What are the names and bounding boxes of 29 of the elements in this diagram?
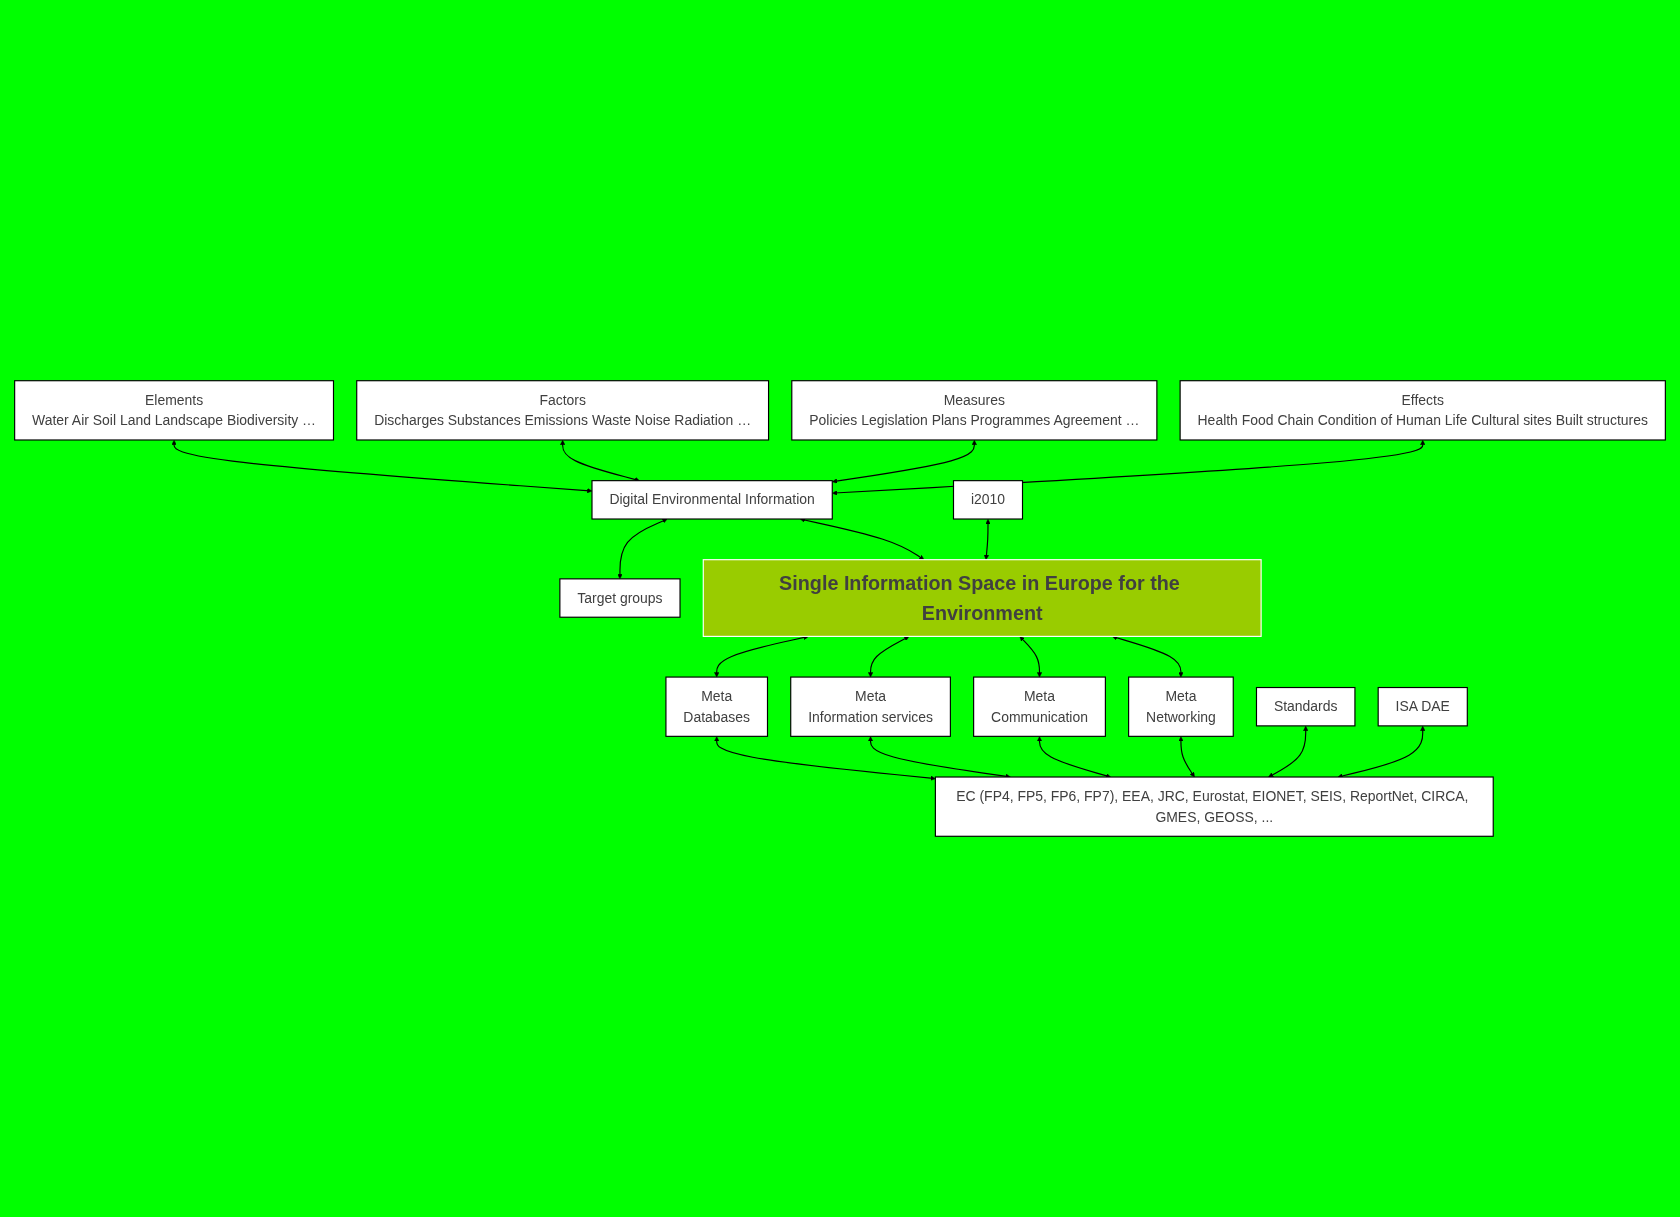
node-box: Target groups [559, 578, 681, 618]
node-box: Standards [1255, 686, 1356, 727]
node-box: Meta Information services [790, 676, 951, 737]
node-box: Elements Water Air Soil Land Landscape Biodiversity … [14, 380, 335, 441]
arrow [1178, 736, 1195, 778]
arrow [868, 636, 910, 678]
arrow [1036, 736, 1111, 779]
arrow [1112, 635, 1184, 678]
arrow [1268, 725, 1309, 778]
node-box: i2010 [952, 480, 1024, 520]
arrow [617, 518, 668, 580]
arrow [1019, 636, 1043, 678]
arrow [832, 440, 1426, 496]
node-box: ISA DAE [1377, 686, 1468, 727]
node-box: Digital Environmental Information [591, 480, 833, 520]
node-box: Meta Databases [665, 676, 769, 737]
node-box: EC (FP4, FP5, FP6, FP7), EEA, JRC, Eurostat, EIONET, SEIS, ReportNet, CIRCA, GMES, GEOSS, ... [934, 776, 1494, 837]
arrow [868, 736, 1011, 779]
node-box: Measures Policies Legislation Plans Programmes Agreement … [791, 380, 1158, 441]
arrow [983, 519, 991, 560]
arrow [714, 736, 936, 781]
node-box: Effects Health Food Chain Condition of Human Life Cultural sites Built structures [1179, 380, 1666, 441]
arrow [1337, 725, 1426, 779]
arrow [560, 440, 640, 482]
node-box: Single Information Space in Europe for the Environment [702, 559, 1262, 637]
node-box: Factors Discharges Substances Emissions Waste Noise Radiation … [356, 380, 770, 441]
node-box: Meta Networking [1128, 676, 1234, 737]
arrow [832, 440, 977, 484]
node-box: Meta Communication [973, 676, 1106, 737]
